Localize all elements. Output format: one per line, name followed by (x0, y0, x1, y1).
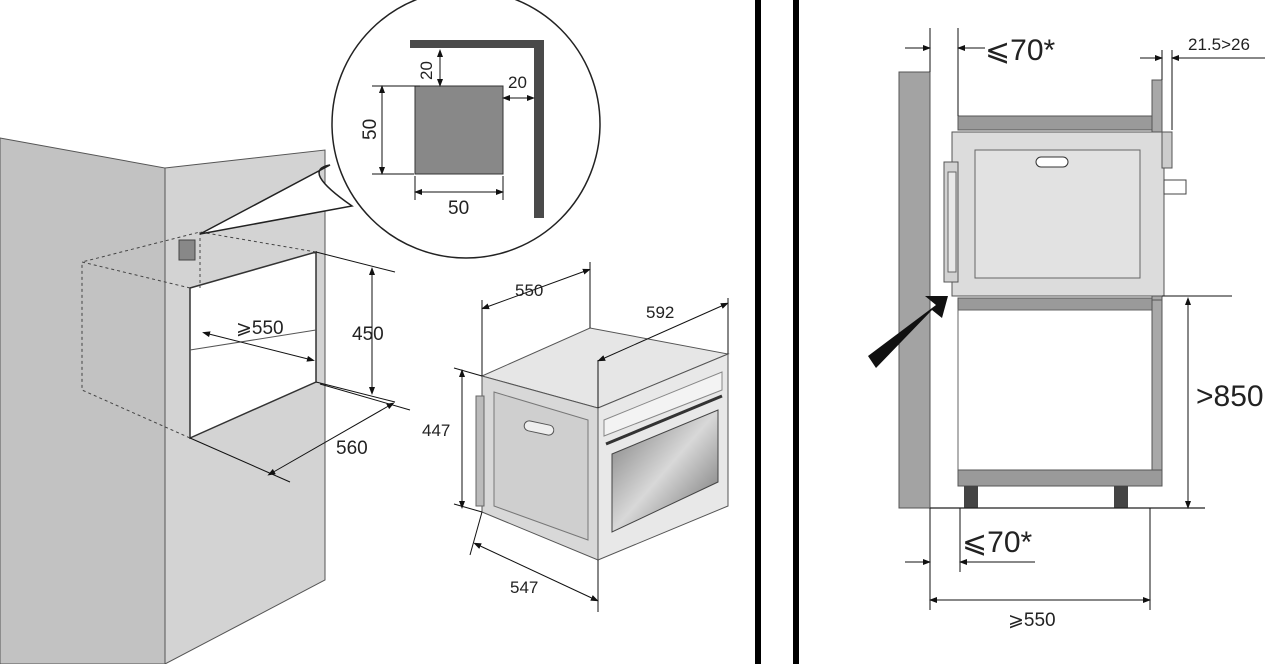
min-depth-label: ⩾550 (1008, 610, 1056, 631)
top-shelf (957, 115, 1153, 131)
detail-vent-side-label: 20 (508, 73, 527, 92)
bottom-gap-label: ⩽70* (962, 526, 1033, 559)
oven-depth-bottom-label: 547 (510, 578, 538, 597)
oven-depth-top-label: 550 (515, 281, 543, 300)
lower-cabinet (957, 309, 1153, 471)
oven-iso-drawing: 550 592 447 547 (422, 262, 730, 612)
detail-vent-top-label: 20 (417, 61, 436, 80)
detail-width-label: 50 (448, 198, 469, 219)
wall (898, 71, 931, 509)
niche-height-label: 450 (352, 324, 384, 345)
oven-door-glass (611, 409, 719, 533)
vent-detail-callout: 20 20 50 50 (199, 0, 601, 259)
panel-divider-left (755, 0, 761, 664)
middle-shelf (957, 297, 1153, 311)
rear-foot (1114, 486, 1128, 508)
front-foot (964, 486, 978, 508)
panel-divider-right (793, 0, 799, 664)
niche-depth-label: ⩾550 (236, 318, 284, 339)
airflow-arrow (868, 296, 948, 368)
cabinet-left-face (0, 137, 166, 664)
rear-gap-label: 21.5>26 (1188, 35, 1250, 54)
oven-height-label: 447 (422, 421, 450, 440)
top-gap-label: ⩽70* (985, 34, 1056, 67)
oven-width-label: 592 (646, 303, 674, 322)
detail-height-label: 50 (360, 119, 381, 140)
side-section-drawing: ⩽70* 21.5>26 >850 ⩽70* ⩾550 (868, 28, 1265, 631)
worktop-height-label: >850 (1196, 380, 1264, 413)
cabinet-niche-drawing: ⩾550 450 560 (0, 137, 411, 664)
niche-width-label: 560 (336, 438, 368, 459)
vent-square (178, 239, 196, 261)
niche-dashed-outline (81, 231, 317, 439)
bottom-shelf (957, 469, 1163, 487)
detail-vent-square (414, 85, 504, 175)
